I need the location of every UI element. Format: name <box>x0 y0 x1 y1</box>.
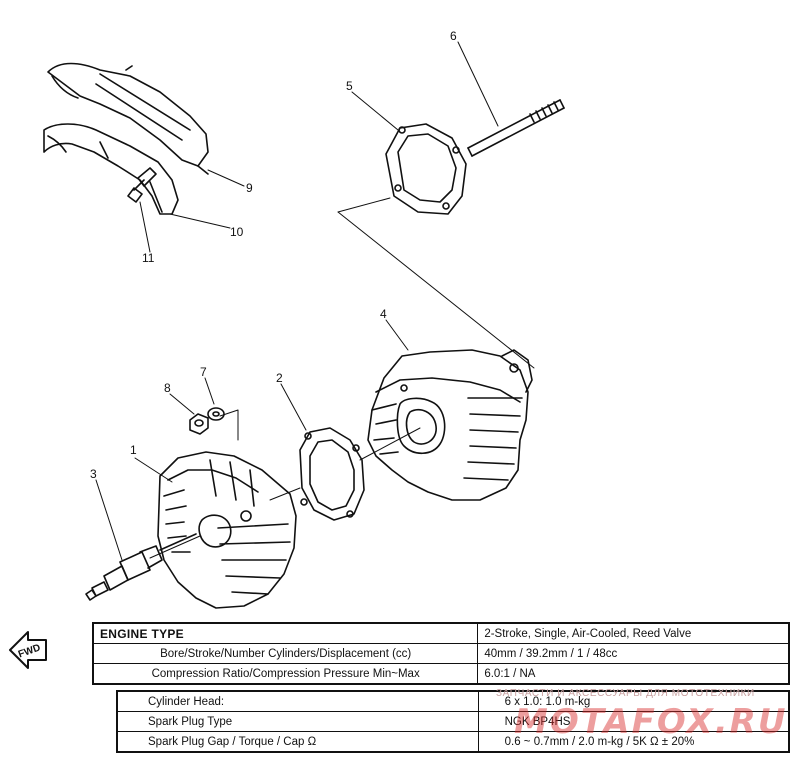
callout-labels: 1 2 3 4 5 6 7 8 9 10 11 <box>90 29 457 481</box>
engine-type-header: ENGINE TYPE <box>92 622 479 644</box>
spec-label: Spark Plug Type <box>116 711 479 732</box>
table-row: Compression Ratio/Compression Pressure M… <box>92 663 790 685</box>
spec-value: 6 x 1.0: 1.0 m-kg <box>477 690 790 712</box>
detail-spec-table: Cylinder Head: 6 x 1.0: 1.0 m-kg Spark P… <box>116 690 790 753</box>
exploded-parts-diagram: 1 2 3 4 5 6 7 8 9 10 11 <box>43 29 565 609</box>
cylinder-head <box>157 451 297 609</box>
cylinder-block <box>367 349 533 501</box>
spec-label: Spark Plug Gap / Torque / Cap Ω <box>116 731 479 753</box>
spec-value: NGK BP4HS <box>477 711 790 732</box>
engine-spec-table: ENGINE TYPE 2-Stroke, Single, Air-Cooled… <box>92 622 790 685</box>
gasket-top <box>385 123 467 215</box>
callout-4: 4 <box>380 307 387 321</box>
callout-3: 3 <box>90 467 97 481</box>
washer <box>207 407 225 421</box>
spark-plug <box>85 533 197 601</box>
callout-10: 10 <box>230 225 244 239</box>
table-row: Cylinder Head: 6 x 1.0: 1.0 m-kg <box>116 690 790 712</box>
forward-arrow-icon: FWD <box>9 631 47 669</box>
spec-label: Cylinder Head: <box>116 690 479 712</box>
callout-1: 1 <box>130 443 137 457</box>
callout-7: 7 <box>200 365 207 379</box>
cylinder-cover-lower <box>43 123 179 215</box>
spec-value: 40mm / 39.2mm / 1 / 48cc <box>477 643 790 664</box>
cylinder-cover-upper <box>47 62 209 175</box>
callout-2: 2 <box>276 371 283 385</box>
nut <box>189 413 209 435</box>
table-row: ENGINE TYPE 2-Stroke, Single, Air-Cooled… <box>92 622 790 644</box>
spec-label: Bore/Stroke/Number Cylinders/Displacemen… <box>92 643 479 664</box>
table-row: Bore/Stroke/Number Cylinders/Displacemen… <box>92 643 790 664</box>
callout-6: 6 <box>450 29 457 43</box>
spec-value: 0.6 ~ 0.7mm / 2.0 m-kg / 5K Ω ± 20% <box>477 731 790 753</box>
stud-bolt <box>467 99 565 157</box>
callout-leaders <box>95 41 499 561</box>
callout-8: 8 <box>164 381 171 395</box>
table-row: Spark Plug Gap / Torque / Cap Ω 0.6 ~ 0.… <box>116 731 790 753</box>
spec-value: 6.0:1 / NA <box>477 663 790 685</box>
callout-9: 9 <box>246 181 253 195</box>
callout-5: 5 <box>346 79 353 93</box>
assembly-lines <box>149 197 535 559</box>
spec-label: Compression Ratio/Compression Pressure M… <box>92 663 479 685</box>
screw-bolt <box>127 167 157 203</box>
table-row: Spark Plug Type NGK BP4HS <box>116 711 790 732</box>
callout-11: 11 <box>142 251 155 265</box>
gasket-middle <box>299 427 365 521</box>
engine-type-value: 2-Stroke, Single, Air-Cooled, Reed Valve <box>477 622 790 644</box>
